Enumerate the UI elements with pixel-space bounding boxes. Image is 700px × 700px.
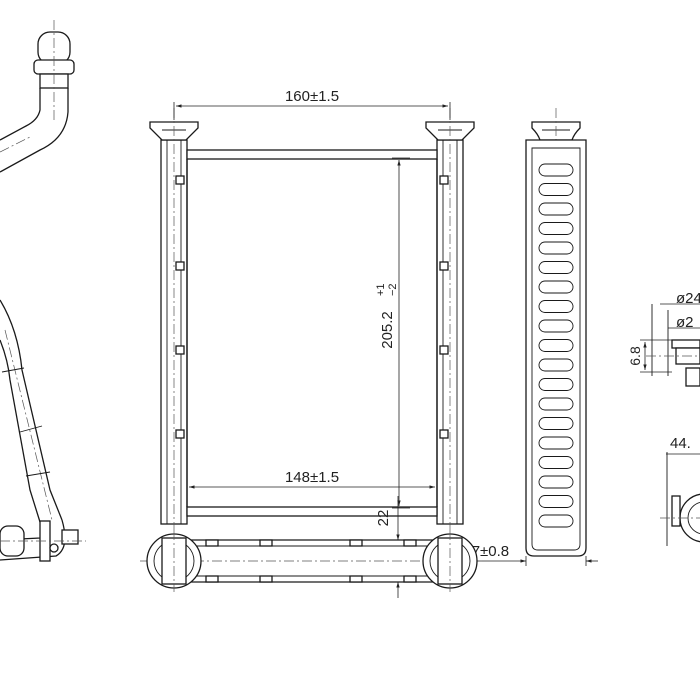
- pipe-outer-dia-label: ø24: [676, 290, 700, 307]
- fin-slot: [538, 300, 574, 313]
- fin-slot: [538, 261, 574, 274]
- flange-height-label: 6.8: [627, 346, 643, 366]
- height-tolerance-minus: −2: [387, 283, 399, 296]
- fin-slot: [538, 397, 574, 411]
- detail-dim-label: 44.: [670, 435, 691, 452]
- fin-slot: [538, 280, 574, 294]
- fin-slot: [538, 514, 574, 528]
- top-view: [140, 530, 490, 592]
- thickness-dimension: 22: [375, 496, 400, 598]
- fin-slot: [538, 417, 574, 430]
- fin-slot: [538, 436, 574, 450]
- overall-width-label: 160±1.5: [285, 88, 339, 105]
- fin-slot: [538, 339, 574, 352]
- fin-slot: [538, 241, 574, 255]
- side-view: [525, 108, 587, 557]
- fin-slot: [538, 222, 574, 235]
- fin-slot: [538, 163, 574, 177]
- fin-slot: [538, 475, 574, 489]
- fin-slot: [538, 183, 574, 196]
- core-width-label: 148±1.5: [285, 469, 339, 486]
- overall-width-dimension: 160±1.5: [173, 88, 451, 120]
- front-view: [149, 108, 475, 530]
- fitting-detail: ø24 ø2 6.8 44.: [627, 290, 700, 546]
- fin-slot: [538, 319, 574, 333]
- thickness-label: 22: [375, 510, 392, 527]
- fin-slot: [538, 358, 574, 372]
- height-value-label: 205.2: [379, 311, 396, 349]
- core-width-dimension: 148±1.5: [189, 469, 435, 489]
- fin-slot: [538, 202, 574, 216]
- fin-slot: [538, 456, 574, 469]
- height-dimension: 205.2 +1 −2: [375, 157, 410, 509]
- height-tolerance-plus: +1: [375, 283, 387, 296]
- fin-slot: [538, 495, 574, 508]
- fin-slots: [538, 163, 574, 528]
- fin-slot: [538, 378, 574, 391]
- bent-pipe-view: [0, 20, 86, 562]
- pipe-inner-dia-label: ø2: [676, 314, 694, 331]
